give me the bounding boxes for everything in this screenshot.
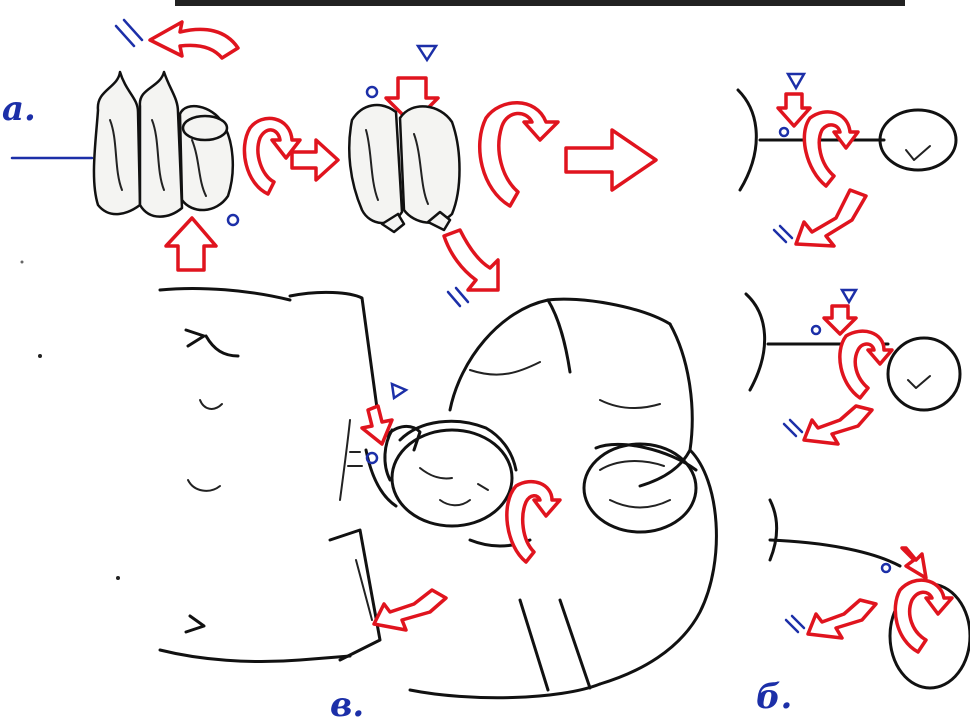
vertebra-group-left: [94, 72, 238, 225]
stray-dots: [21, 261, 121, 581]
arrow-bottom-middle: [444, 230, 498, 306]
arrow-bottom-a: [166, 218, 216, 270]
panel-a: а.: [2, 20, 338, 270]
panel-label-b: б.: [756, 677, 792, 717]
vertebra-body: [349, 105, 402, 223]
panel-b-diagram-top: [738, 74, 956, 246]
panel-a-vertebrae-middle: [349, 46, 656, 306]
arrow-right-big: [566, 130, 656, 190]
panel-b-diagram-middle: [746, 290, 960, 444]
panel-b-diagram-bottom: б.: [756, 500, 970, 717]
panel-label-v: в.: [330, 685, 364, 724]
top-cropped-caption-line: [175, 0, 905, 6]
panel-v-figure: в.: [160, 288, 716, 724]
panel-label-a: а.: [2, 89, 36, 129]
arrow-rotate-head: [507, 482, 560, 562]
arrow-right-small: [292, 140, 338, 180]
rotation-arrow-middle: [480, 103, 558, 206]
arrow-pull: [374, 590, 446, 630]
arrow-top-a: [116, 20, 238, 58]
